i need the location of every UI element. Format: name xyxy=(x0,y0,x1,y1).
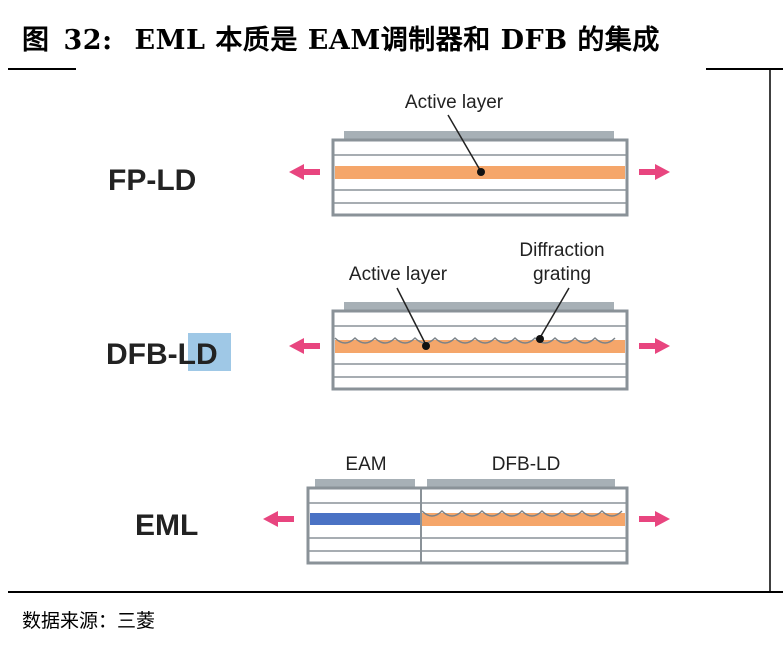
fp-ld-pointer-dot xyxy=(477,168,485,176)
dfb-ld-right-arrow xyxy=(639,338,670,354)
eml-grating xyxy=(421,510,623,517)
eml-eam-absorption-layer xyxy=(310,513,420,525)
fp-ld-left-arrow xyxy=(289,164,320,180)
dfb-ld-grating-label-line1: Diffraction xyxy=(519,240,604,261)
dfb-ld-grating-label-line2: grating xyxy=(533,264,591,285)
dfb-ld-label-a: DFB- xyxy=(106,338,178,371)
fp-ld-row: FP-LD Active layer xyxy=(108,92,670,217)
fp-ld-label: FP-LD xyxy=(108,164,196,197)
fp-ld-right-arrow xyxy=(639,164,670,180)
eml-right-arrow xyxy=(639,511,670,527)
dfb-ld-active-pointer-dot xyxy=(422,342,430,350)
dfb-ld-grating xyxy=(334,337,616,344)
eml-eam-top-contact xyxy=(315,479,415,489)
eml-eam-label: EAM xyxy=(345,454,386,475)
eml-row: EML EAM DFB-LD xyxy=(135,454,670,565)
dfb-ld-grating-pointer-dot xyxy=(536,335,544,343)
eml-dfb-ld-label: DFB-LD xyxy=(492,454,561,475)
eml-dfb-top-contact xyxy=(427,479,615,489)
eml-left-arrow xyxy=(263,511,294,527)
figure-title: 图 32: EML 本质是 EAM调制器和 DFB 的集成 xyxy=(22,18,660,57)
dfb-ld-top-contact xyxy=(344,302,614,312)
dfb-ld-label-highlight xyxy=(188,333,231,371)
source-note: 数据来源：三菱 xyxy=(22,610,156,632)
eml-label: EML xyxy=(135,509,198,542)
fp-ld-top-contact xyxy=(344,131,614,141)
dfb-ld-left-arrow xyxy=(289,338,320,354)
figure-prefix: 图 xyxy=(22,25,50,56)
dfb-ld-active-pointer-line xyxy=(396,287,426,344)
dfb-ld-label: DFB-LD xyxy=(106,338,218,371)
figure-title-text: EML 本质是 EAM调制器和 DFB 的集成 xyxy=(134,25,660,56)
dfb-ld-label-b: LD xyxy=(178,338,218,371)
fp-ld-active-layer-label: Active layer xyxy=(405,92,504,113)
figure-number: 32: xyxy=(63,25,113,56)
dfb-ld-grating-pointer-line xyxy=(540,287,570,337)
dfb-ld-active-layer-label: Active layer xyxy=(349,264,448,285)
fp-ld-pointer-line xyxy=(447,114,481,171)
dfb-ld-row: DFB-LD Active layer Diffraction grating xyxy=(106,240,670,391)
